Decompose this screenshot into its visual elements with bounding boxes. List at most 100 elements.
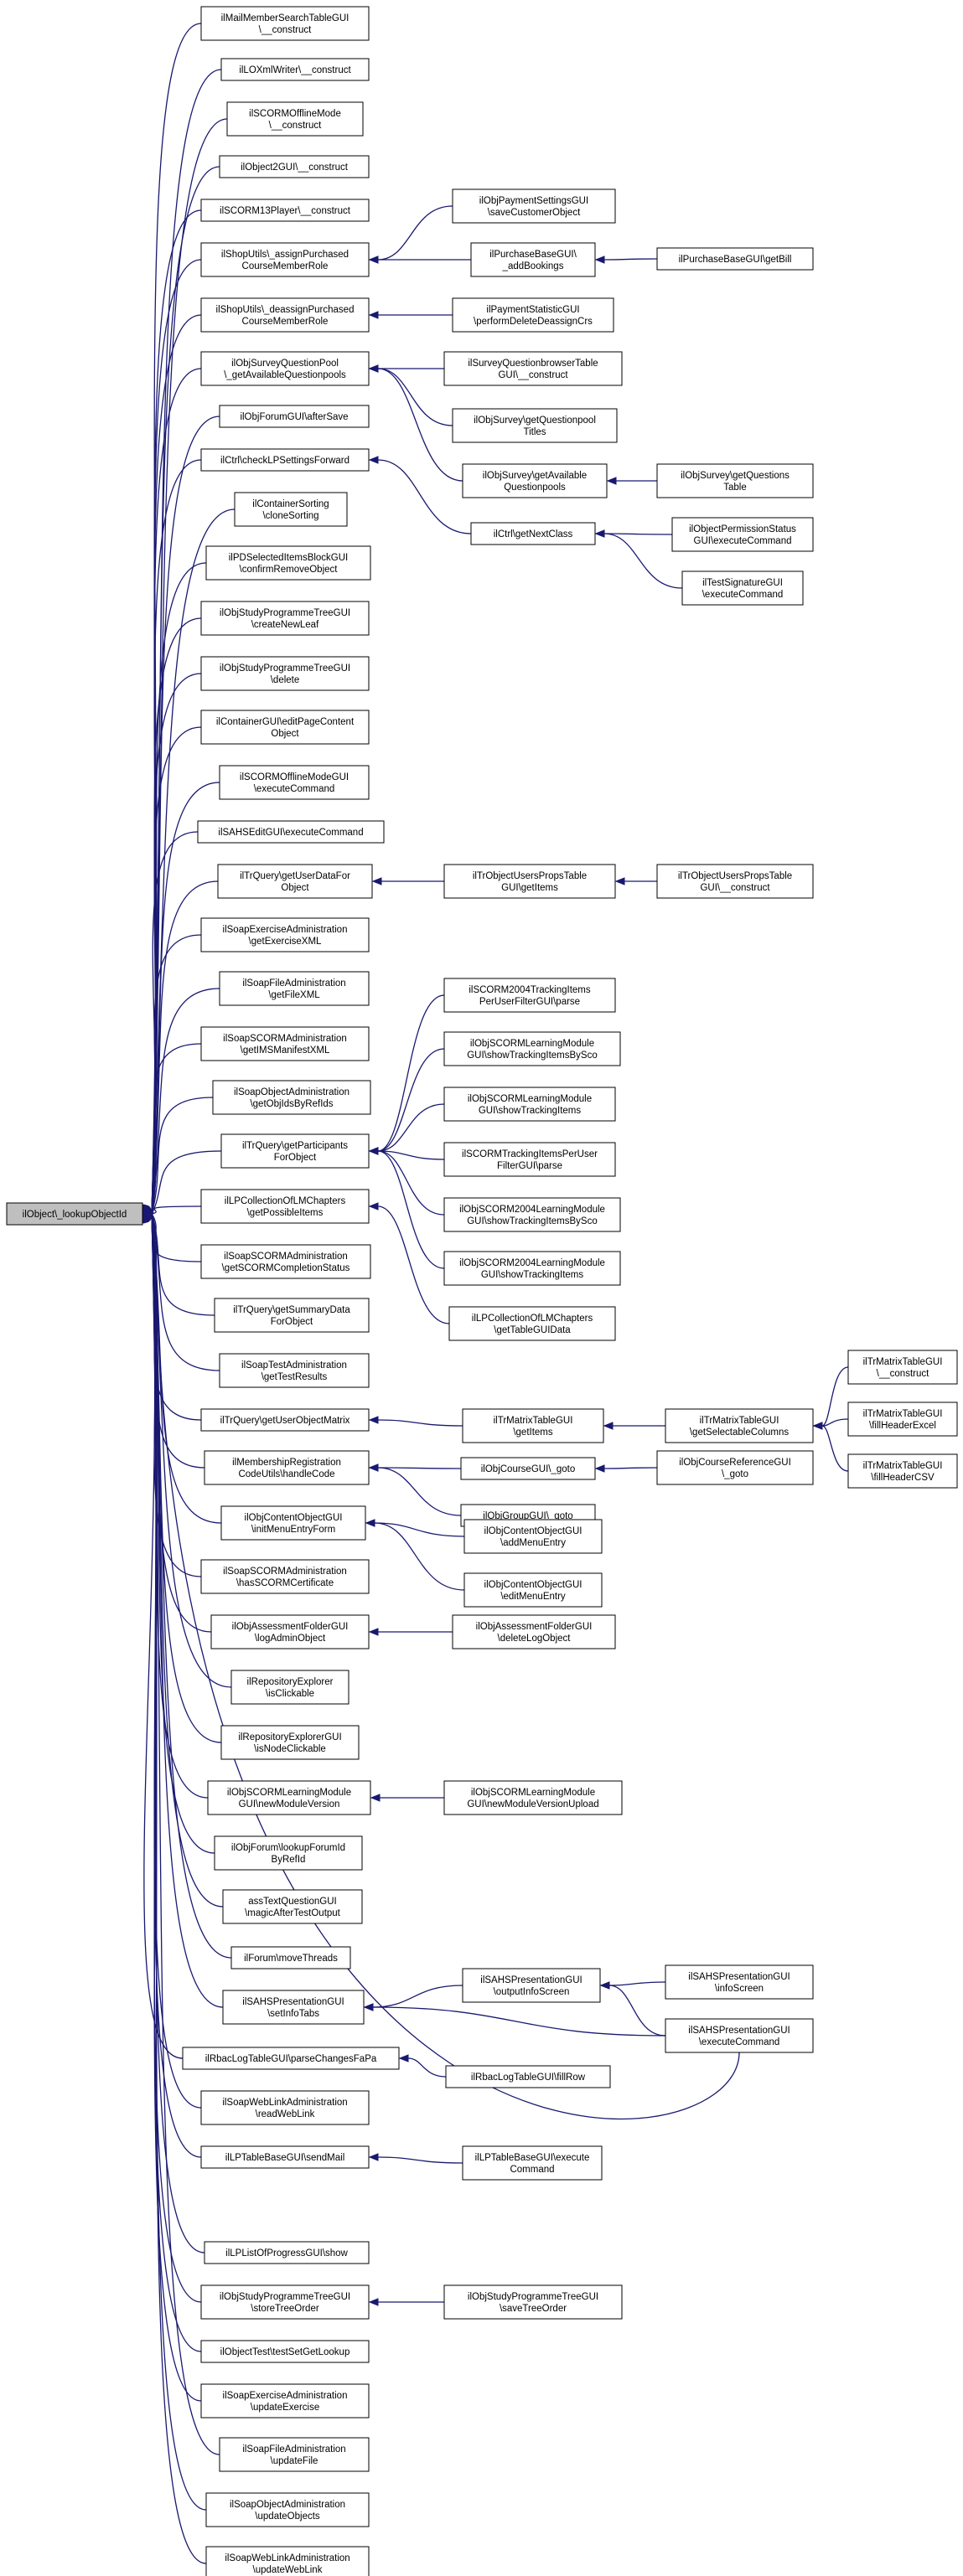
graph-node-n47[interactable]: ilSoapFileAdministration\updateFile [219,2437,370,2472]
graph-node-n3[interactable]: ilSCORMOfflineMode\__construct [226,101,364,137]
graph-node-n22[interactable]: ilSoapObjectAdministration\getObjIdsByRe… [212,1080,371,1115]
graph-node-n46[interactable]: ilSoapExerciseAdministration\updateExerc… [200,2383,370,2419]
graph-node-c32[interactable]: ilObjSCORMLearningModuleGUI\newModuleVer… [443,1780,623,1815]
graph-node-n30[interactable]: ilObjContentObjectGUI\initMenuEntryForm [220,1505,366,1541]
graph-node-c3[interactable]: ilPurchaseBaseGUI\getBill [656,247,814,271]
node-box [671,517,814,552]
graph-node-c30[interactable]: ilObjContentObjectGUI\editMenuEntry [463,1572,603,1608]
node-label: ilObjContentObjectGUI [484,1580,582,1590]
graph-node-n28[interactable]: ilTrQuery\getUserObjectMatrix [200,1408,370,1432]
graph-node-c33[interactable]: ilSAHSPresentationGUI\outputInfoScreen [462,1968,601,2003]
graph-node-n31[interactable]: ilSoapSCORMAdministration\hasSCORMCertif… [200,1559,370,1594]
graph-node-n2[interactable]: ilLOXmlWriter\__construct [220,58,370,81]
graph-node-n13[interactable]: ilObjStudyProgrammeTreeGUI\createNewLeaf [200,601,370,636]
node-label: ilSoapExerciseAdministration [223,925,348,935]
graph-node-n45[interactable]: ilObjectTest\testSetGetLookup [200,2340,370,2363]
graph-node-c1[interactable]: ilObjPaymentSettingsGUI\saveCustomerObje… [452,188,616,224]
graph-node-n20[interactable]: ilSoapFileAdministration\getFileXML [219,971,370,1006]
graph-node-c35[interactable]: ilSAHSPresentationGUI\executeCommand [665,2018,814,2053]
graph-node-n14[interactable]: ilObjStudyProgrammeTreeGUI\delete [200,656,370,691]
graph-node-n21[interactable]: ilSoapSCORMAdministration\getIMSManifest… [200,1026,370,1061]
graph-node-n25[interactable]: ilSoapSCORMAdministration\getSCORMComple… [200,1244,371,1279]
graph-node-n35[interactable]: ilObjSCORMLearningModuleGUI\newModuleVer… [207,1780,371,1815]
graph-node-n42[interactable]: ilLPTableBaseGUI\sendMail [200,2145,370,2169]
node-label: \fillHeaderExcel [869,1421,936,1431]
graph-node-c27[interactable]: ilObjCourseReferenceGUI\_goto [656,1450,814,1485]
graph-node-n5[interactable]: ilSCORM13Player\__construct [200,199,370,222]
graph-node-c37[interactable]: ilLPTableBaseGUI\executeCommand [462,2145,603,2181]
graph-node-c4[interactable]: ilPaymentStatisticGUI\performDeleteDeass… [452,297,614,333]
graph-node-c38[interactable]: ilObjStudyProgrammeTreeGUI\saveTreeOrder [443,2284,623,2320]
graph-node-n44[interactable]: ilObjStudyProgrammeTreeGUI\storeTreeOrde… [200,2284,370,2320]
arrowhead-icon [594,1464,605,1473]
graph-node-n6[interactable]: ilShopUtils\_assignPurchasedCourseMember… [200,242,370,277]
graph-node-n24[interactable]: ilLPCollectionOfLMChapters\getPossibleIt… [200,1189,370,1224]
node-label: ilSoapSCORMAdministration [223,1034,347,1044]
edge-c20-to-n24 [368,1202,450,1324]
graph-node-n37[interactable]: assTextQuestionGUI\magicAfterTestOutput [222,1889,363,1924]
graph-node-c15[interactable]: ilObjSCORMLearningModuleGUI\showTracking… [443,1031,621,1066]
graph-node-n39[interactable]: ilSAHSPresentationGUI\setInfoTabs [222,1990,365,2025]
graph-node-n9[interactable]: ilObjForumGUI\afterSave [219,405,370,428]
graph-node-n7[interactable]: ilShopUtils\_deassignPurchasedCourseMemb… [200,297,370,333]
graph-node-n11[interactable]: ilContainerSorting\cloneSorting [234,492,348,527]
graph-node-c18[interactable]: ilObjSCORM2004LearningModuleGUI\showTrac… [443,1197,621,1232]
graph-node-c26[interactable]: ilObjCourseGUI\_goto [460,1457,596,1480]
graph-node-n17[interactable]: ilSAHSEditGUI\executeCommand [197,820,385,844]
graph-node-c16[interactable]: ilObjSCORMLearningModuleGUI\showTracking… [443,1087,616,1122]
graph-node-n38[interactable]: ilForum\moveThreads [230,1946,351,1969]
graph-node-c20[interactable]: ilLPCollectionOfLMChapters\getTableGUIDa… [448,1306,616,1341]
graph-node-n43[interactable]: ilLPListOfProgressGUI\show [204,2241,370,2264]
graph-node-n27[interactable]: ilSoapTestAdministration\getTestResults [219,1353,370,1388]
edge-n14-to-root [141,673,202,1216]
graph-node-c7[interactable]: ilObjSurvey\getAvailableQuestionpools [462,463,608,498]
graph-node-c2[interactable]: ilPurchaseBaseGUI\_addBookings [470,242,596,277]
graph-node-c11[interactable]: ilTestSignatureGUI\executeCommand [681,570,804,606]
graph-node-n8[interactable]: ilObjSurveyQuestionPool\_getAvailableQue… [200,351,370,386]
graph-node-n19[interactable]: ilSoapExerciseAdministration\getExercise… [200,917,370,952]
node-label: ilObjForum\lookupForumId [231,1843,345,1853]
graph-node-n33[interactable]: ilRepositoryExplorer\isClickable [230,1670,349,1705]
graph-node-c31[interactable]: ilObjAssessmentFolderGUI\deleteLogObject [452,1614,616,1649]
graph-node-c34[interactable]: ilSAHSPresentationGUI\infoScreen [665,1964,814,2000]
graph-node-c10[interactable]: ilObjectPermissionStatusGUI\executeComma… [671,517,814,552]
graph-node-c14[interactable]: ilSCORM2004TrackingItemsPerUserFilterGUI… [443,978,616,1013]
graph-node-n4[interactable]: ilObject2GUI\__construct [219,155,370,178]
graph-node-c25[interactable]: ilTrMatrixTableGUI\fillHeaderCSV [847,1453,958,1489]
arrowhead-icon [368,311,379,319]
graph-node-c5[interactable]: ilSurveyQuestionbrowserTableGUI\__constr… [443,351,623,386]
graph-node-n48[interactable]: ilSoapObjectAdministration\updateObjects [205,2492,370,2527]
graph-node-c23[interactable]: ilTrMatrixTableGUI\__construct [847,1350,958,1385]
graph-node-n12[interactable]: ilPDSelectedItemsBlockGUI\confirmRemoveO… [205,545,371,581]
graph-node-c24[interactable]: ilTrMatrixTableGUI\fillHeaderExcel [847,1402,958,1437]
graph-node-c29[interactable]: ilObjContentObjectGUI\addMenuEntry [463,1519,603,1554]
graph-node-n16[interactable]: ilSCORMOfflineModeGUI\executeCommand [219,765,370,800]
root-node[interactable]: ilObject\_lookupObjectId [6,1202,143,1226]
graph-node-c9[interactable]: ilCtrl\getNextClass [470,522,596,545]
graph-node-n10[interactable]: ilCtrl\checkLPSettingsForward [200,448,370,472]
graph-node-c19[interactable]: ilObjSCORM2004LearningModuleGUI\showTrac… [443,1251,621,1286]
graph-node-c21[interactable]: ilTrMatrixTableGUI\getItems [462,1408,604,1443]
graph-node-c36[interactable]: ilRbacLogTableGUI\fillRow [445,2065,611,2088]
graph-node-n40[interactable]: ilRbacLogTableGUI\parseChangesFaPa [182,2047,400,2070]
graph-node-n29[interactable]: ilMembershipRegistrationCodeUtils\handle… [204,1450,370,1485]
graph-node-n1[interactable]: ilMailMemberSearchTableGUI\__construct [200,6,370,41]
graph-node-n49[interactable]: ilSoapWebLinkAdministration\updateWebLin… [205,2546,370,2576]
graph-node-c22[interactable]: ilTrMatrixTableGUI\getSelectableColumns [665,1408,814,1443]
node-box [200,199,370,222]
graph-node-c17[interactable]: ilSCORMTrackingItemsPerUserFilterGUI\par… [443,1142,616,1177]
graph-node-n34[interactable]: ilRepositoryExplorerGUI\isNodeClickable [220,1725,360,1760]
graph-node-n41[interactable]: ilSoapWebLinkAdministration\readWebLink [200,2090,370,2125]
edge-n13-to-root [141,617,202,1216]
node-box [452,188,616,224]
graph-node-n32[interactable]: ilObjAssessmentFolderGUI\logAdminObject [210,1614,370,1649]
